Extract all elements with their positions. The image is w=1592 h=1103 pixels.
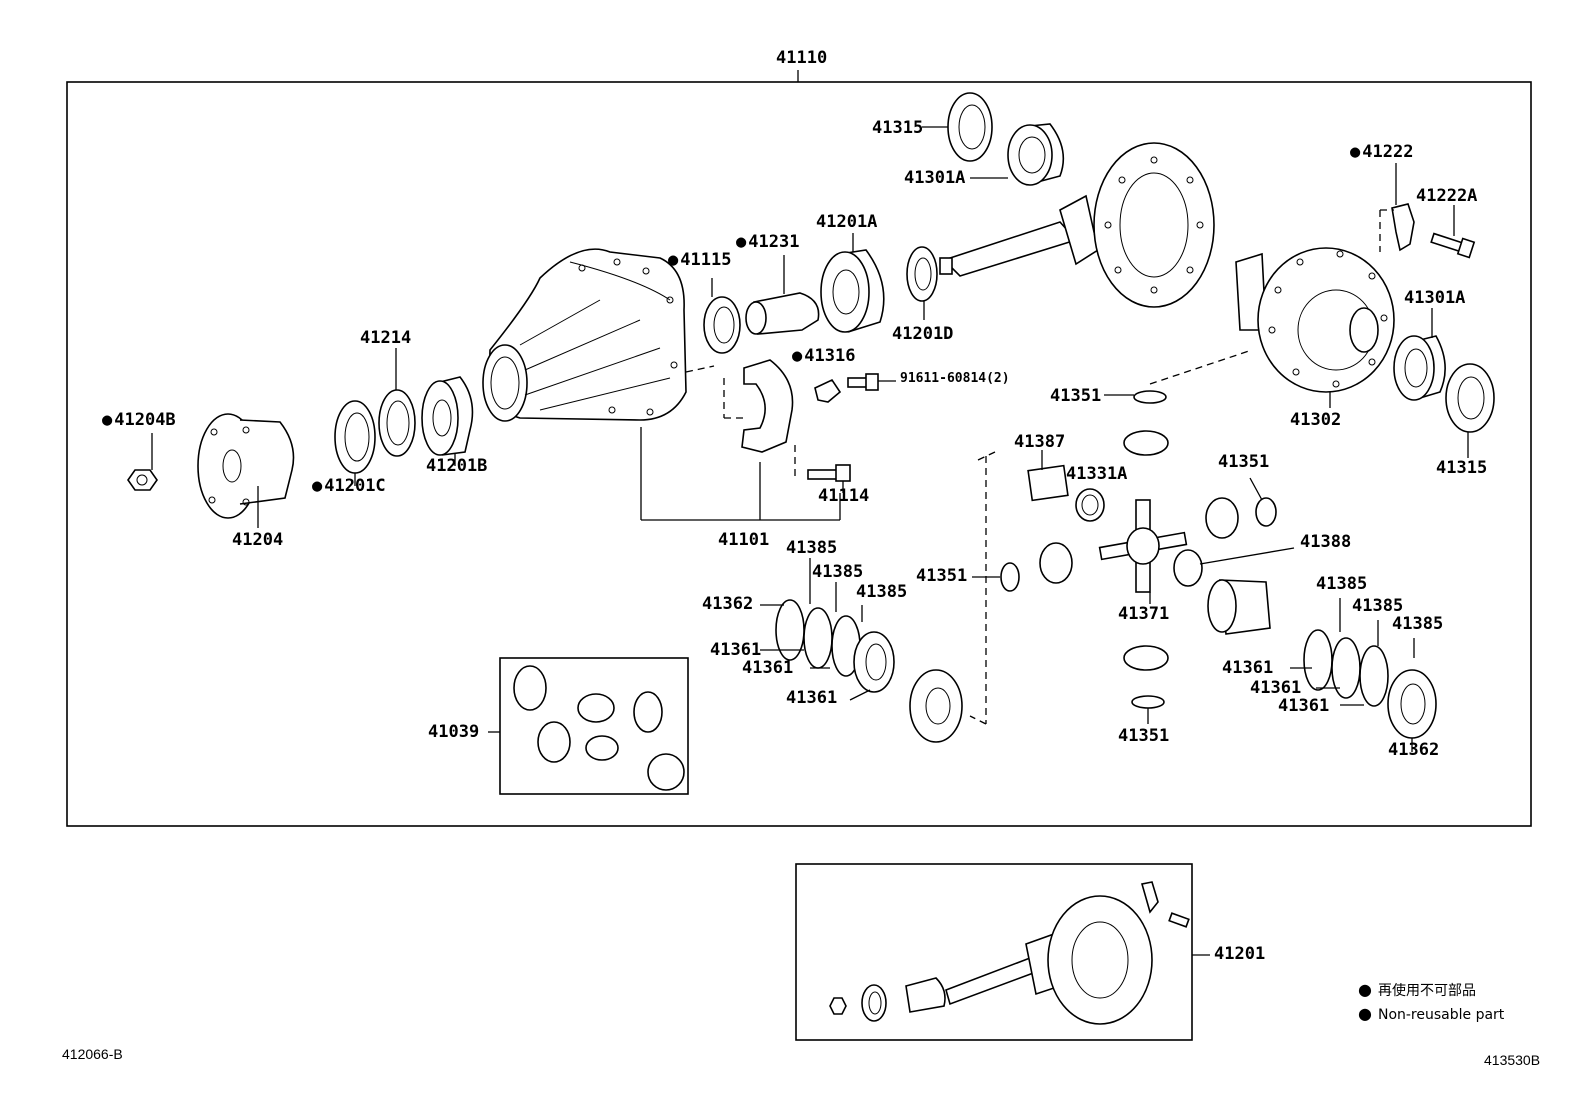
- diff-case-41302: [1235, 247, 1395, 393]
- legend-bullet-icon: ●: [1358, 1004, 1372, 1023]
- label-41361-left-1: 41361: [710, 640, 762, 660]
- bearing-cup-41315-right: [1445, 363, 1495, 433]
- label-41302: 41302: [1290, 410, 1342, 430]
- label-41201: 41201: [1214, 944, 1266, 964]
- flange-41204: [197, 413, 295, 519]
- lock-41222: [1391, 203, 1415, 252]
- label-41351-b: 41351: [1218, 452, 1270, 472]
- label-41301a-top: 41301A: [904, 168, 966, 188]
- thrust-block-41388: [1173, 549, 1203, 587]
- label-41204: 41204: [232, 530, 284, 550]
- kit-41039-frame: [499, 657, 689, 795]
- kit-41201-frame: [795, 863, 1193, 1041]
- pinion-gear-d: [1123, 645, 1169, 671]
- spacer-41231: [745, 292, 820, 335]
- bearing-cap-41101: [741, 359, 794, 453]
- diagram-code-right: 413530B: [1484, 1052, 1541, 1068]
- label-41114: 41114: [818, 486, 870, 506]
- pinion-gear-a: [1123, 430, 1169, 456]
- clutch-pack-left: [775, 599, 895, 693]
- legend-japanese: ● 再使用不可部品: [1358, 980, 1476, 1000]
- spring-41331a: [1075, 488, 1105, 522]
- label-41201a: 41201A: [816, 212, 878, 232]
- label-41331a: 41331A: [1066, 464, 1128, 484]
- oil-seal-41115: [703, 296, 741, 354]
- bearing-41301a-right: [1393, 335, 1446, 401]
- label-41361-right-1: 41361: [1222, 658, 1274, 678]
- label-41201c: 41201C: [312, 478, 385, 495]
- label-41385-right-1: 41385: [1316, 574, 1368, 594]
- kit-41039-gears: [513, 665, 685, 791]
- oil-seal-41201c: [334, 400, 376, 474]
- label-41361-right-3: 41361: [1278, 696, 1330, 716]
- bolt-41222a: [1430, 232, 1476, 259]
- label-41201d: 41201D: [892, 324, 954, 344]
- washer-41351-c: [1000, 562, 1020, 592]
- side-gear-left: [909, 669, 963, 743]
- label-41110: 41110: [776, 48, 828, 68]
- diagram-code-left: 412066-B: [62, 1046, 123, 1062]
- ring-gear-pinion: [939, 142, 1215, 308]
- washer-41351-b: [1255, 497, 1277, 527]
- bearing-41301a-top: [1007, 123, 1065, 186]
- clutch-pack-right: [1303, 629, 1437, 739]
- label-41351-a: 41351: [1050, 386, 1102, 406]
- label-41361-left-2: 41361: [742, 658, 794, 678]
- label-41388: 41388: [1300, 532, 1352, 552]
- legend-japanese-text: 再使用不可部品: [1377, 983, 1476, 999]
- label-41351-c: 41351: [916, 566, 968, 586]
- washer-41351-d: [1131, 695, 1165, 709]
- washer-41351-a: [1133, 390, 1167, 404]
- label-41385-right-2: 41385: [1352, 596, 1404, 616]
- label-41371: 41371: [1118, 604, 1170, 624]
- shim-41201d: [906, 246, 938, 302]
- bolt-91611-60814: [847, 373, 879, 391]
- label-41316: 41316: [792, 348, 855, 365]
- carrier-41101: [482, 248, 687, 422]
- bolt-41114: [807, 464, 851, 482]
- label-41351-d: 41351: [1118, 726, 1170, 746]
- label-41387: 41387: [1014, 432, 1066, 452]
- legend-bullet-icon: ●: [1358, 980, 1372, 999]
- plate-41387: [1027, 464, 1069, 502]
- label-41204b: 41204B: [102, 412, 175, 429]
- label-41222: 41222: [1350, 144, 1413, 161]
- kit-41201-drawing: [829, 881, 1190, 1025]
- label-41201b: 41201B: [426, 456, 488, 476]
- label-41222a: 41222A: [1416, 186, 1478, 206]
- label-41385-right-3: 41385: [1392, 614, 1444, 634]
- label-41231: 41231: [736, 234, 799, 251]
- label-41361-right-2: 41361: [1250, 678, 1302, 698]
- label-41115: 41115: [668, 252, 731, 269]
- bearing-cup-41315-top: [947, 92, 993, 162]
- label-41361-left-3: 41361: [786, 688, 838, 708]
- label-41362-left: 41362: [702, 594, 754, 614]
- label-41315-right: 41315: [1436, 458, 1488, 478]
- label-41301a-right: 41301A: [1404, 288, 1466, 308]
- label-41214: 41214: [360, 328, 412, 348]
- bearing-41201b: [421, 376, 474, 456]
- label-91611-60814: 91611-60814(2): [900, 371, 1010, 386]
- assembly-frame: [66, 81, 1532, 827]
- spider-41371: [1098, 499, 1188, 593]
- label-41362-right: 41362: [1388, 740, 1440, 760]
- pinion-gear-b: [1205, 497, 1239, 539]
- nut-41204b: [127, 469, 158, 491]
- washer-41214: [378, 389, 416, 457]
- label-41385-left-1: 41385: [786, 538, 838, 558]
- bearing-41201a: [820, 249, 885, 333]
- label-41039: 41039: [428, 722, 480, 742]
- side-gear-right: [1207, 579, 1271, 635]
- pinion-gear-c: [1039, 542, 1073, 584]
- label-41315-top: 41315: [872, 118, 924, 138]
- label-41385-left-3: 41385: [856, 582, 908, 602]
- legend-english: ● Non-reusable part: [1358, 1004, 1504, 1023]
- label-41385-left-2: 41385: [812, 562, 864, 582]
- legend-english-text: Non-reusable part: [1377, 1007, 1505, 1023]
- label-41101: 41101: [718, 530, 770, 550]
- lock-plate-41316: [814, 378, 842, 403]
